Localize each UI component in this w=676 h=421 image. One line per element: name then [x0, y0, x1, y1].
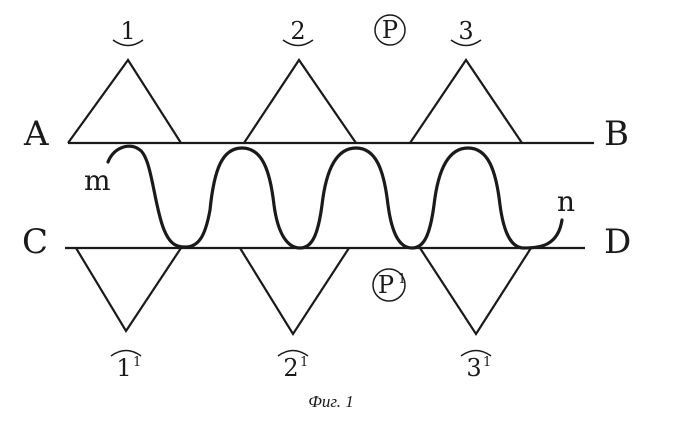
top-number-3: 3 — [458, 17, 473, 45]
top-triangle-3 — [409, 58, 523, 144]
wave-curve — [106, 144, 564, 250]
bottom-number-3: 3 — [466, 354, 481, 382]
label-p1-superscript: 1 — [398, 272, 406, 287]
bottom-triangle-1 — [75, 247, 182, 334]
top-number-2: 2 — [290, 17, 305, 45]
circle-p — [374, 14, 406, 46]
bottom-number-3-superscript: 1 — [483, 355, 491, 370]
bottom-number-1-superscript: 1 — [133, 355, 141, 370]
bottom-number-2-superscript: 1 — [300, 355, 308, 370]
bottom-triangle-2 — [239, 247, 350, 337]
bottom-arc-2 — [277, 349, 309, 357]
top-triangle-2 — [243, 58, 357, 144]
top-number-1: 1 — [120, 17, 135, 45]
bottom-arc-1 — [110, 349, 142, 357]
label-b: B — [604, 114, 629, 154]
label-p1: P — [378, 271, 394, 299]
label-n: n — [557, 185, 575, 218]
bottom-number-1: 1 — [116, 354, 131, 382]
bottom-arc-3 — [460, 349, 492, 357]
bottom-number-2: 2 — [283, 354, 298, 382]
top-arc-2 — [282, 39, 314, 47]
top-triangle-1 — [67, 58, 182, 144]
label-c: C — [22, 222, 48, 262]
label-m: m — [84, 164, 111, 197]
circle-p1 — [372, 268, 406, 302]
label-a: A — [23, 114, 49, 154]
label-p: P — [382, 16, 398, 44]
bottom-triangle-3 — [419, 247, 532, 337]
figure-caption: Фиг. 1 — [308, 392, 354, 411]
top-arc-1 — [112, 39, 144, 47]
top-arc-3 — [450, 39, 482, 47]
label-d: D — [604, 222, 631, 262]
